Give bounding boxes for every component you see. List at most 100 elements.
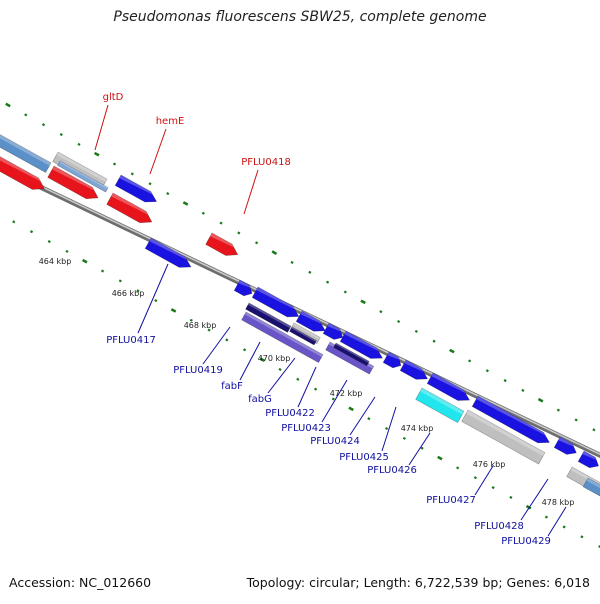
lower-row-tick [225, 338, 229, 342]
label-PFLU0427: PFLU0427 [426, 495, 476, 506]
lower-row-tick [367, 417, 371, 421]
upper-row-tick [112, 162, 117, 166]
upper-row-tick [537, 397, 544, 403]
label-PFLU0417: PFLU0417 [106, 335, 156, 346]
upper-row-tick [343, 290, 347, 294]
lower-row-tick [65, 249, 69, 253]
leader-PFLU0426 [408, 432, 431, 466]
lower-row-tick [29, 230, 34, 234]
label-PFLU0428: PFLU0428 [474, 521, 524, 532]
lower-row-tick [154, 299, 158, 303]
lower-row-tick [420, 446, 424, 450]
backbone-line [0, 165, 600, 458]
lower-row-tick [278, 367, 282, 372]
lower-row-tick [118, 279, 122, 283]
band-navy-2 [289, 326, 317, 346]
label-fabG: fabG [248, 394, 272, 405]
gene-PFLU0426 [426, 372, 470, 401]
band-navy-1 [245, 302, 292, 333]
lower-row-tick [47, 239, 51, 244]
gene-PFLU0423 [339, 330, 383, 359]
label-PFLU0425: PFLU0425 [339, 452, 389, 463]
gene-PFLU0429 [577, 450, 599, 469]
upper-row-tick [326, 280, 330, 284]
lower-row-tick [259, 357, 266, 362]
band-purple-1 [241, 311, 324, 363]
upper-row-tick [77, 142, 81, 146]
upper-row-tick [290, 260, 294, 265]
label-PFLU0426: PFLU0426 [367, 465, 417, 476]
leader-PFLU0429 [547, 506, 567, 537]
lower-row-tick [331, 397, 335, 401]
upper-row-tick [521, 388, 525, 392]
leader-fabF [239, 341, 261, 381]
lower-row-tick [314, 387, 318, 391]
label-PFLU0429: PFLU0429 [501, 536, 551, 547]
label-PFLU0424: PFLU0424 [310, 436, 360, 447]
label-hemE: hemE [156, 116, 185, 127]
gene-PFLU0424 [382, 351, 402, 369]
leader-fabG [267, 357, 296, 394]
upper-row-tick [219, 221, 223, 225]
feature-layer [0, 134, 600, 497]
label-PFLU0423: PFLU0423 [281, 423, 331, 434]
lower-row-tick [385, 426, 389, 431]
upper-row-tick [59, 132, 63, 137]
ruler-label: 474 kbp [401, 424, 434, 433]
gene-gltD [47, 165, 99, 200]
upper-row-tick [271, 250, 278, 255]
lower-row-tick [456, 466, 460, 470]
leader-PFLU0425 [381, 406, 397, 452]
upper-row-tick [166, 192, 170, 196]
leader-PFLU0424 [349, 396, 376, 436]
band-cyan [415, 387, 465, 424]
lower-row-tick [437, 455, 443, 461]
leader-PFLU0422 [297, 366, 317, 408]
gene-fabF [251, 286, 300, 318]
rna-feature-2 [57, 160, 109, 193]
lower-row-tick [207, 328, 211, 332]
lower-row-tick [544, 515, 548, 519]
upper-row-tick [201, 211, 205, 215]
leader-PFLU0419 [202, 326, 231, 365]
leader-PFLU0417 [137, 263, 169, 334]
lower-row-tick [136, 289, 140, 293]
gene-PFLU0428 [553, 436, 577, 455]
lower-row-tick [491, 486, 495, 490]
label-PFLU0422: PFLU0422 [265, 408, 315, 419]
gene-PFLU0419 [233, 279, 253, 297]
label-PFLU0419: PFLU0419 [173, 365, 223, 376]
leader-lines [94, 104, 567, 537]
map-title: Pseudomonas fluorescens SBW25, complete … [113, 9, 487, 25]
upper-row-tick [254, 241, 259, 245]
leader-hemE [149, 128, 167, 175]
leader-PFLU0428 [520, 478, 549, 521]
upper-row-tick [592, 428, 596, 432]
upper-row-tick [93, 151, 100, 157]
ruler-label: 468 kbp [184, 321, 217, 330]
band-navy-3 [333, 342, 370, 367]
lower-row-tick [402, 436, 406, 440]
rna-feature-1 [0, 134, 52, 173]
label-layer: gltDhemEPFLU0418PFLU0417PFLU0419fabFfabG… [39, 92, 575, 547]
lower-row-tick [12, 220, 16, 224]
leader-PFLU0418 [243, 169, 259, 215]
upper-row-tick [449, 348, 455, 354]
upper-row-tick [485, 369, 489, 373]
lower-row-tick [100, 269, 105, 273]
ruler-label: 476 kbp [473, 460, 506, 469]
ruler-label: 466 kbp [112, 289, 145, 298]
upper-row-tick [397, 319, 401, 324]
gene-PFLU0417 [144, 237, 192, 268]
upper-row-tick [308, 270, 312, 274]
label-fabF: fabF [221, 381, 243, 392]
accession-text: Accession: NC_012660 [9, 575, 152, 590]
label-gltD: gltD [103, 92, 124, 103]
band-grey-1 [290, 322, 321, 345]
upper-row-tick [5, 102, 11, 108]
upper-row-tick [148, 182, 152, 186]
lower-row-tick [509, 495, 513, 499]
upper-row-tick [360, 299, 366, 305]
upper-row-tick [237, 231, 241, 235]
